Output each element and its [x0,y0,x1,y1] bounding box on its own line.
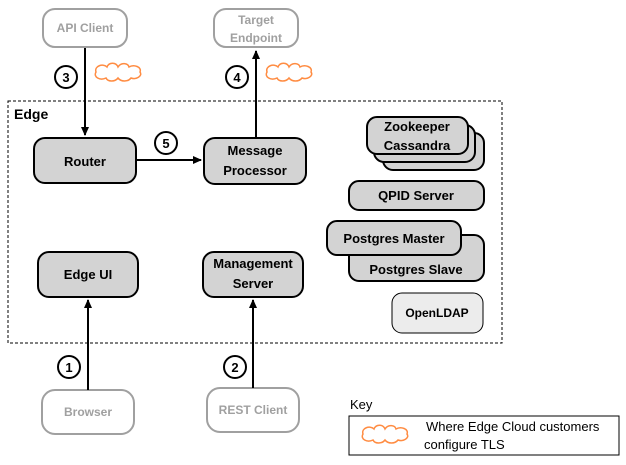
svg-text:Server: Server [233,276,273,291]
svg-text:Message: Message [228,143,283,158]
svg-text:REST Client: REST Client [219,403,288,417]
svg-text:Browser: Browser [64,405,112,419]
target-endpoint-node: Target Endpoint [213,8,299,48]
api-client-node: API Client [42,8,128,48]
svg-text:2: 2 [231,360,238,375]
message-processor-node: Message Processor [203,137,307,185]
svg-text:QPID Server: QPID Server [378,188,454,203]
svg-text:1: 1 [65,360,72,375]
qpid-server-node: QPID Server [348,180,485,211]
svg-text:Processor: Processor [223,163,287,178]
router-node: Router [33,137,137,184]
svg-text:Zookeeper: Zookeeper [384,119,450,134]
management-server-node: Management Server [202,251,304,298]
svg-text:Cassandra: Cassandra [384,138,451,153]
tls-cloud-icon [265,62,313,82]
svg-text:OpenLDAP: OpenLDAP [405,306,468,320]
step-badge-4: 4 [225,65,249,89]
browser-node: Browser [41,389,135,435]
svg-text:Endpoint: Endpoint [230,31,282,45]
svg-text:Router: Router [64,154,106,169]
svg-text:5: 5 [162,136,169,151]
step-badge-3: 3 [54,65,78,89]
zookeeper-cassandra-stack: Zookeeper Cassandra [366,116,485,171]
svg-text:Target: Target [238,13,274,27]
key-title: Key [350,397,373,412]
edge-label: Edge [14,106,48,122]
svg-text:Management: Management [213,256,293,271]
step-badge-2: 2 [223,355,247,379]
key-text-line1: Where Edge Cloud customers [426,419,600,434]
step-badge-1: 1 [57,355,81,379]
tls-cloud-icon [94,62,142,82]
svg-text:API Client: API Client [57,21,114,35]
step-badge-5: 5 [154,131,178,155]
postgres-stack: Postgres Master Postgres Slave [326,220,485,282]
edge-ui-node: Edge UI [37,251,139,298]
key-text-line2: configure TLS [424,437,505,452]
svg-text:4: 4 [233,70,241,85]
svg-text:Postgres Master: Postgres Master [343,231,444,246]
svg-text:Postgres Slave: Postgres Slave [369,262,462,277]
key-cloud-icon [361,424,409,444]
svg-text:3: 3 [62,70,69,85]
openldap-node: OpenLDAP [391,292,484,334]
svg-text:Edge UI: Edge UI [64,267,112,282]
rest-client-node: REST Client [206,387,300,433]
